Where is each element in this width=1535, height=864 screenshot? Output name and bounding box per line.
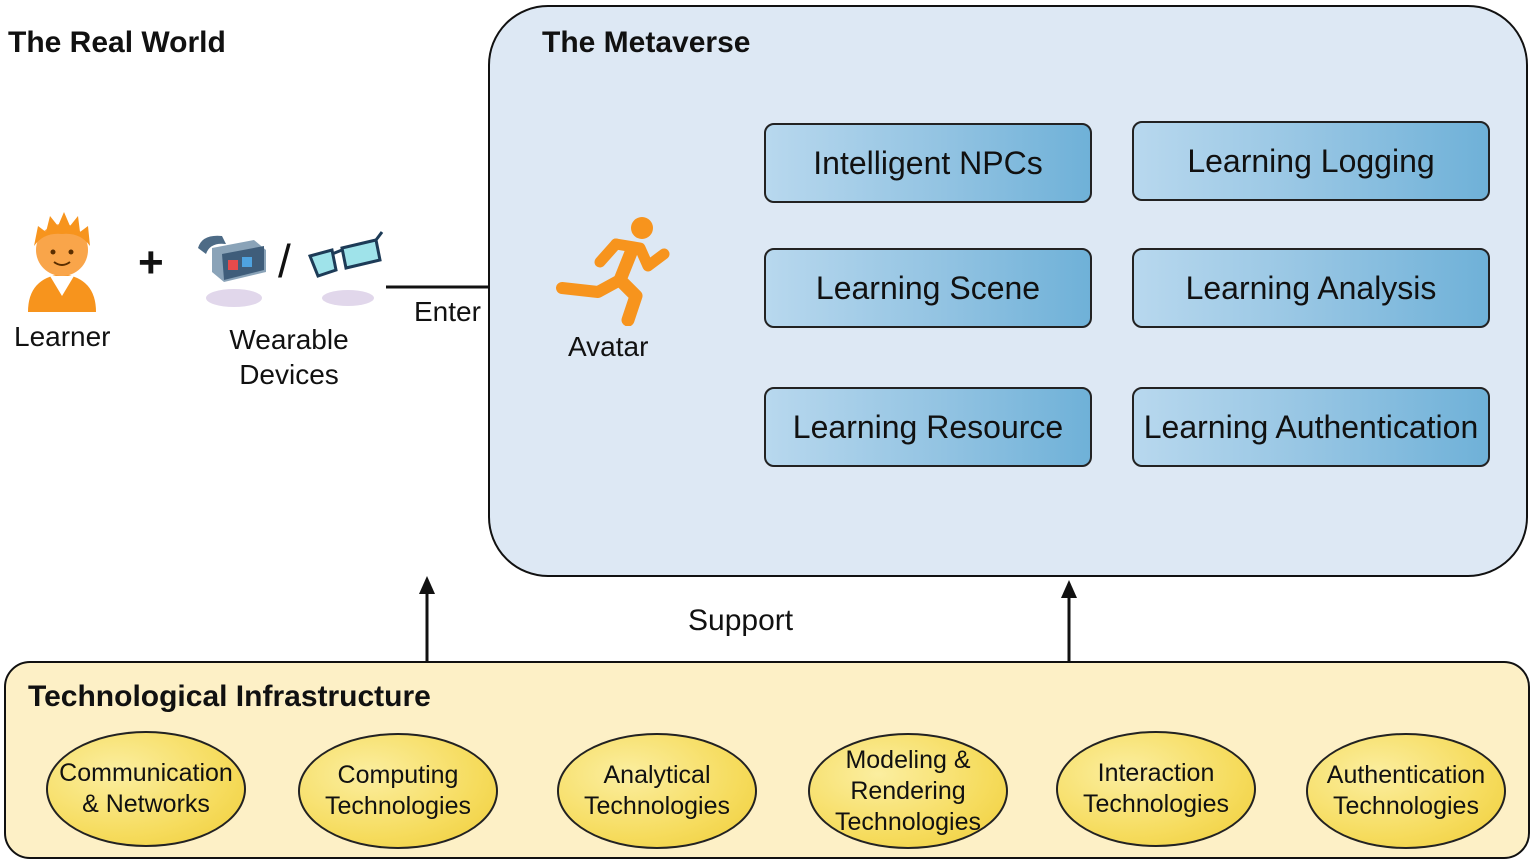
support-arrow-left (419, 576, 435, 662)
enter-label: Enter (414, 296, 481, 327)
infra-interaction-technologies: Interaction Technologies (1056, 731, 1256, 847)
learner-label: Learner (14, 321, 111, 352)
infra-analytical-technologies: Analytical Technologies (557, 733, 757, 849)
module-learning-scene: Learning Scene (764, 248, 1092, 328)
infra-modeling-rendering-technologies: Modeling & Rendering Technologies (808, 733, 1008, 849)
avatar-label: Avatar (568, 331, 649, 362)
plus-sign: + (138, 238, 164, 287)
metaverse-title: The Metaverse (542, 26, 751, 59)
module-intelligent-npcs: Intelligent NPCs (764, 123, 1092, 203)
vr-headset-icon (198, 235, 266, 307)
running-avatar-icon (556, 217, 670, 326)
infra-communication-networks: Communication & Networks (46, 731, 246, 847)
smart-glasses-icon (307, 231, 384, 306)
wearable-devices-label: Wearable Devices (218, 322, 360, 392)
wearable-devices-line2: Devices (239, 359, 339, 390)
infra-computing-technologies: Computing Technologies (298, 733, 498, 849)
module-learning-authentication: Learning Authentication (1132, 387, 1490, 467)
infrastructure-panel (4, 661, 1530, 859)
module-learning-analysis: Learning Analysis (1132, 248, 1490, 328)
support-arrow-right (1061, 580, 1077, 662)
module-learning-logging: Learning Logging (1132, 121, 1490, 201)
or-slash: / (278, 235, 291, 287)
learner-icon (28, 212, 96, 312)
module-learning-resource: Learning Resource (764, 387, 1092, 467)
wearable-devices-line1: Wearable (229, 324, 349, 355)
infrastructure-title: Technological Infrastructure (28, 680, 431, 713)
real-world-title: The Real World (8, 26, 226, 59)
infra-authentication-technologies: Authentication Technologies (1306, 733, 1506, 849)
support-label: Support (688, 604, 794, 637)
